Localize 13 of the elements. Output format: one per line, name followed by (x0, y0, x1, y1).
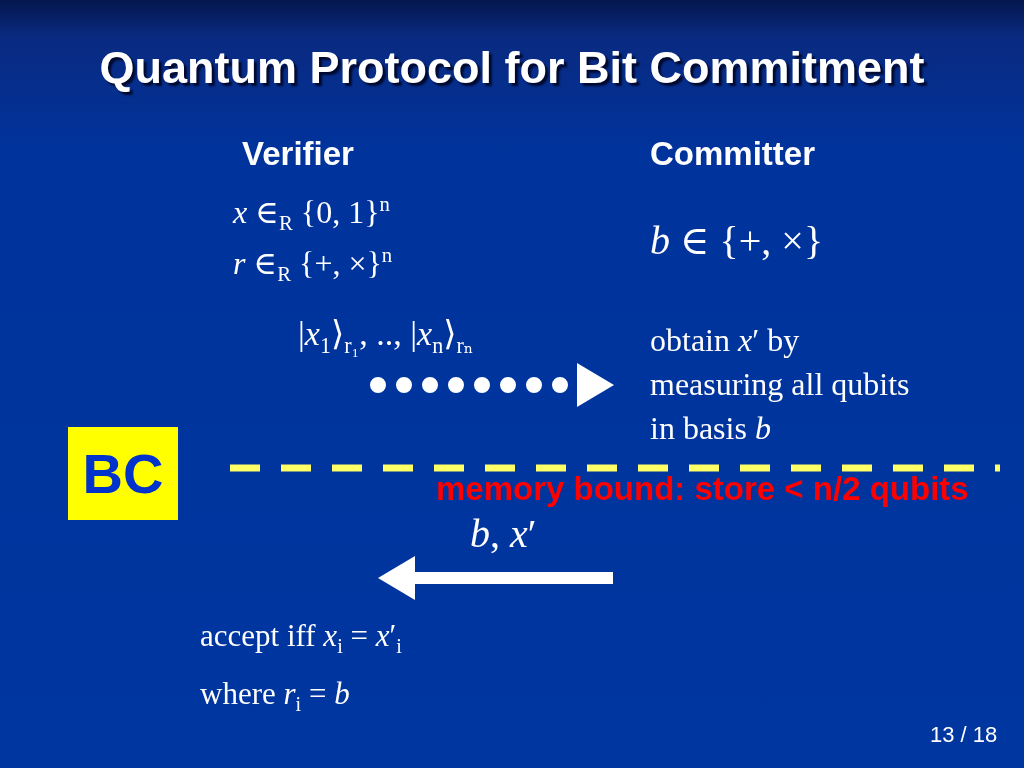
acronym-box: BC (68, 427, 178, 520)
constraint-note: memory bound: store < n/2 qubits (436, 470, 969, 508)
math-formula: b, x′ (470, 511, 537, 557)
step-text: obtain x′ by measuring all qubits in basis b (650, 321, 911, 448)
party-heading: Verifier (242, 135, 354, 173)
party-heading: Committer (650, 135, 816, 173)
math-formula: r ∈$_{R}$ {+, ×}$^{n}$ (233, 243, 393, 286)
slide-title: Quantum Protocol for Bit Commitment (99, 42, 925, 93)
math-formula: b ∈ {+, ×} (650, 218, 824, 264)
math-formula: |x$_{1}$⟩$_{r₁}$, .., |x$_{n}$⟩$_{rₙ}$ (298, 314, 474, 359)
page-number: 13 / 18 (930, 722, 998, 748)
math-formula: x ∈$_{R}$ {0, 1}$^{n}$ (233, 192, 390, 235)
step-text: accept iff x$_{i}$ = x′$_{i}$ where r$_{i}$ = b (200, 617, 403, 718)
